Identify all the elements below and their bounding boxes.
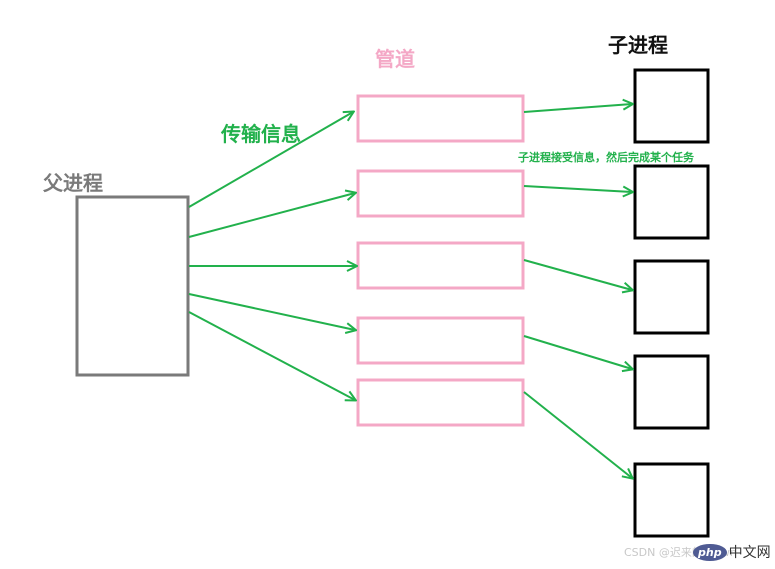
child-process-label: 子进程 [608,33,668,57]
transfer-info-label: 传输信息 [221,122,301,146]
parent-to-pipe-arrow [188,193,355,238]
pipe-box [356,169,525,218]
parent-process-box [75,195,190,377]
php-logo-icon: php [693,543,727,561]
child-process-box [633,68,710,144]
parent-to-pipe-arrow [188,293,355,330]
pipe-to-child-arrow [523,259,632,290]
php-logo: php 中文网 [693,540,771,564]
logo-text: 中文网 [728,545,771,561]
parent-to-pipe-arrow [188,311,355,400]
pipe-to-child-arrow [523,185,632,192]
pipe-box [356,316,525,365]
child-process-box [633,164,710,240]
pipe-to-child-arrow [523,391,632,478]
pipe-box [356,94,525,143]
pipe-box [356,241,525,290]
parent-to-pipe-arrow [188,112,353,208]
parent-process-label: 父进程 [43,171,103,195]
pipe-label: 管道 [375,47,415,71]
child-process-box [633,354,710,430]
pipe-box [356,378,525,427]
child-process-box [633,259,710,335]
pipe-to-child-arrow [523,104,632,113]
child-task-label: 子进程接受信息，然后完成某个任务 [518,151,694,164]
pipe-to-child-arrow [523,335,632,369]
child-process-box [633,462,710,538]
